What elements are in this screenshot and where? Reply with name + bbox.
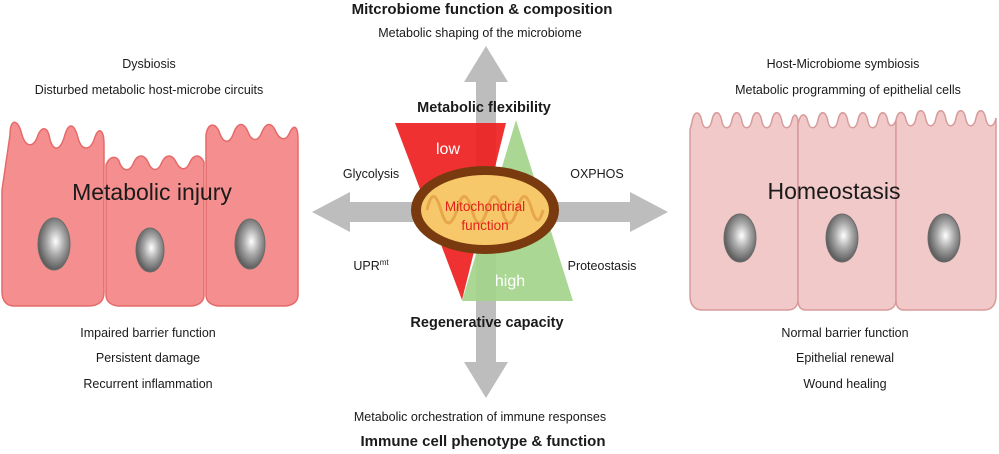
homeostasis-cell-1 <box>689 112 799 311</box>
upr-label: UPRmt <box>353 258 389 273</box>
left-top-line-1: Dysbiosis <box>122 57 176 71</box>
homeostasis-nucleus-2 <box>825 213 859 263</box>
oxphos-label: OXPHOS <box>570 167 624 181</box>
left-bottom-line-1: Impaired barrier function <box>80 326 216 340</box>
mitochondrion <box>411 166 559 254</box>
homeostasis-cell-2 <box>797 112 897 311</box>
high-label: high <box>495 273 525 290</box>
right-top-line-2: Metabolic programming of epithelial cell… <box>735 83 961 97</box>
metabolic-flexibility-label: Metabolic flexibility <box>417 100 551 116</box>
low-label: low <box>436 141 460 158</box>
regenerative-capacity-label: Regenerative capacity <box>410 315 563 331</box>
right-bottom-line-2: Epithelial renewal <box>796 351 894 365</box>
right-top-line-1: Host-Microbiome symbiosis <box>767 57 920 71</box>
injury-nucleus-2 <box>135 227 165 273</box>
injury-cells <box>1 121 299 307</box>
injury-cell-3 <box>205 123 299 307</box>
left-bottom-line-3: Recurrent inflammation <box>83 377 212 391</box>
top-title: Mitcrobiome function & composition <box>352 1 613 18</box>
upr-superscript: mt <box>380 258 390 267</box>
homeostasis-nucleus-1 <box>723 213 757 263</box>
mito-label-line-2: function <box>461 218 508 233</box>
top-subtitle: Metabolic shaping of the microbiome <box>378 26 582 40</box>
upr-main: UPR <box>353 259 379 273</box>
mito-label-line-1: Mitochondrial <box>445 199 525 214</box>
injury-nucleus-3 <box>234 218 266 270</box>
bottom-title: Immune cell phenotype & function <box>360 433 605 450</box>
homeostasis-cell-3 <box>895 110 997 311</box>
injury-nucleus-1 <box>37 217 71 271</box>
right-bottom-line-3: Wound healing <box>803 377 886 391</box>
glycolysis-label: Glycolysis <box>343 167 399 181</box>
right-bottom-line-1: Normal barrier function <box>781 326 908 340</box>
metabolic-injury-label: Metabolic injury <box>72 179 232 205</box>
left-top-line-2: Disturbed metabolic host-microbe circuit… <box>35 83 264 97</box>
proteostasis-label: Proteostasis <box>568 259 637 273</box>
injury-cell-1 <box>1 121 105 307</box>
left-bottom-line-2: Persistent damage <box>96 351 200 365</box>
homeostasis-label: Homeostasis <box>768 178 901 204</box>
homeostasis-cells <box>689 110 997 311</box>
arrow-down <box>464 300 508 398</box>
homeostasis-nucleus-3 <box>927 213 961 263</box>
bottom-subtitle: Metabolic orchestration of immune respon… <box>354 410 606 424</box>
